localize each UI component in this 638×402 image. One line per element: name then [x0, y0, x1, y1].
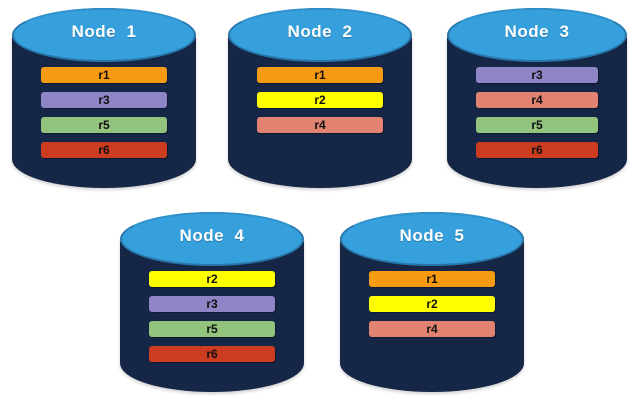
node-1-replica-r5[interactable]: r5	[41, 117, 167, 134]
node-4-cylinder-top-edge	[120, 212, 304, 266]
node-1-replica-r3[interactable]: r3	[41, 92, 167, 109]
node-4-replica-r3[interactable]: r3	[149, 296, 275, 313]
node-2-replica-r1[interactable]: r1	[257, 67, 383, 84]
node-1-replica-r1[interactable]: r1	[41, 67, 167, 84]
node-2-replica-list: r1 r2 r4	[257, 67, 383, 134]
node-4-replica-r6[interactable]: r6	[149, 346, 275, 363]
node-1-replica-r6[interactable]: r6	[41, 142, 167, 159]
node-5-replica-r1[interactable]: r1	[369, 271, 495, 288]
node-2-cylinder-top-edge	[228, 8, 412, 62]
node-3-replica-r4[interactable]: r4	[475, 92, 599, 109]
node-2-replica-r2[interactable]: r2	[257, 92, 383, 109]
node-3-cylinder-top-edge	[447, 8, 627, 62]
node-4-replica-r2[interactable]: r2	[149, 271, 275, 288]
node-5-replica-r4[interactable]: r4	[369, 321, 495, 338]
node-1-cylinder-top-edge	[12, 8, 196, 62]
node-3-replica-r3[interactable]: r3	[475, 67, 599, 84]
node-1-replica-list: r1 r3 r5 r6	[41, 67, 167, 159]
node-4-replica-list: r2 r3 r5 r6	[149, 271, 275, 363]
node-2-replica-r4[interactable]: r4	[257, 117, 383, 134]
node-4-replica-r5[interactable]: r5	[149, 321, 275, 338]
node-3-replica-r6[interactable]: r6	[475, 142, 599, 159]
node-3-replica-list: r3 r4 r5 r6	[475, 67, 599, 159]
node-3-replica-r5[interactable]: r5	[475, 117, 599, 134]
node-5-replica-list: r1 r2 r4	[369, 271, 495, 338]
node-5-replica-r2[interactable]: r2	[369, 296, 495, 313]
node-5-cylinder-top-edge	[340, 212, 524, 266]
